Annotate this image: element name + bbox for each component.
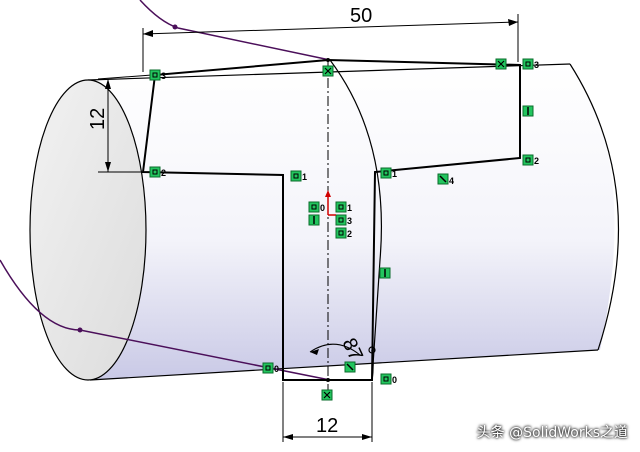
relation-label-left-notch: 2 [161, 168, 166, 178]
dim-arrow-12b-right [362, 434, 372, 440]
dim-value-12-bottom[interactable]: 12 [316, 415, 338, 437]
dim-arrow-50-right [508, 19, 518, 26]
cylinder-body [88, 64, 615, 380]
cylinder-right-edge [569, 63, 620, 351]
angle-vertex [368, 346, 376, 354]
dim-value-12-left[interactable]: 12 [87, 108, 109, 130]
cylinder-end-cap [29, 79, 147, 381]
sweep-path-upper [139, 0, 331, 61]
dim-value-50[interactable]: 50 [350, 5, 372, 27]
dim-arrow-12-top [105, 79, 111, 89]
relation-label-bottom-right: 0 [392, 375, 397, 385]
relation-label-right-notch: 2 [534, 156, 539, 166]
centerline-bottom-point [326, 378, 330, 382]
origin-arrow [325, 190, 336, 216]
dim-ext-top-12 [97, 74, 153, 80]
relation-label-top-left: 3 [161, 71, 166, 81]
relation-origin-group-left[interactable]: 0 [308, 201, 325, 213]
path-node-upper [172, 24, 178, 30]
relation-origin-group-3[interactable]: 3 [335, 214, 352, 226]
relation-origin-group-vertical[interactable] [308, 214, 320, 226]
path-node-lower [77, 327, 83, 333]
relation-origin-group-2[interactable]: 2 [335, 227, 352, 239]
centerline-top-point [326, 58, 330, 62]
intersection-curve [329, 59, 383, 381]
relation-top-right-midpoint[interactable] [495, 58, 507, 70]
angle-arrow [310, 349, 319, 355]
relation-right-notch-corner[interactable]: 2 [522, 154, 539, 166]
relation-center-right-inner[interactable]: 1 [380, 167, 397, 179]
relation-right-middle-marker[interactable]: 4 [437, 173, 454, 186]
relation-label-bottom-left: 0 [274, 364, 279, 374]
relation-bottom-tangent[interactable] [344, 361, 356, 373]
relation-top-right-corner[interactable]: 3 [522, 58, 539, 70]
watermark: 头条 @SolidWorks之道 [476, 425, 628, 441]
dim-arrow-12b-left [283, 434, 293, 440]
relation-label-right-middle: 4 [449, 176, 454, 186]
relation-label-origin-left: 0 [320, 203, 325, 213]
relation-top-left-corner[interactable]: 3 [149, 69, 166, 81]
dim-line-50[interactable] [142, 21, 519, 35]
relation-bottom-center-midpoint[interactable] [321, 389, 333, 401]
relation-center-left-inner[interactable]: 1 [290, 170, 307, 182]
relation-label-origin-1: 1 [347, 203, 352, 213]
relation-bottom-left[interactable]: 0 [262, 362, 279, 374]
relation-label-center-right: 1 [392, 169, 397, 179]
relation-top-center-midpoint[interactable] [322, 65, 334, 77]
relation-right-vertical[interactable] [522, 105, 534, 117]
relation-label-origin-3: 3 [347, 216, 352, 226]
relation-bottom-right[interactable]: 0 [380, 373, 397, 385]
angle-arc [309, 343, 361, 356]
dim-arrow-50-left [143, 30, 153, 37]
dim-arrow-12-bottom [105, 162, 111, 172]
relation-label-top-right: 3 [534, 60, 539, 70]
cylinder-bottom-silhouette [89, 349, 599, 381]
relation-label-origin-2: 2 [347, 229, 352, 239]
relation-origin-group-1[interactable]: 1 [335, 201, 352, 213]
relation-label-center-left: 1 [302, 172, 307, 182]
relation-right-wall-vertical[interactable] [379, 267, 391, 279]
relation-left-notch-corner[interactable]: 2 [149, 166, 166, 178]
